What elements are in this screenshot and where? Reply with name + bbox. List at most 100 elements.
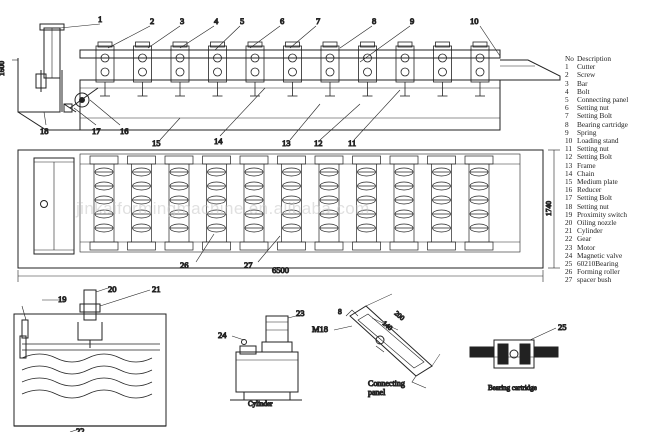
legend-item-description: Setting nut (577, 144, 609, 154)
legend-item-description: 60210Bearing (577, 259, 619, 269)
legend-item-description: Frame (577, 160, 596, 170)
callout-13: 13 (282, 138, 291, 148)
callout-10: 10 (470, 16, 479, 26)
legend-item-number: 10 (565, 136, 573, 146)
dim-1740: 1740 (544, 201, 553, 216)
callout-27: 27 (244, 260, 253, 270)
callout-7: 7 (316, 16, 320, 26)
callout-6: 6 (280, 16, 284, 26)
legend-item-description: Bearing cartridge (577, 119, 628, 129)
bearing-cartridge-detail: 25 Bearing cartridge (469, 322, 567, 393)
plan-roller-station (127, 155, 156, 251)
plan-roller-station (202, 155, 231, 251)
callout-m18: M18 (312, 324, 328, 334)
side-roller-station (170, 41, 190, 97)
plan-roller-station (314, 155, 344, 251)
callout-11: 11 (348, 138, 356, 148)
side-roller-station (133, 41, 152, 97)
legend-item: 8 Bearing cartridge (565, 119, 650, 129)
legend-item-description: Screw (577, 70, 596, 80)
legend-item-description: Cylinder (577, 226, 603, 236)
legend-item-number: 6 (565, 103, 569, 113)
legend-item-description: Loading stand (577, 136, 619, 146)
legend-item-number: 27 (565, 275, 573, 285)
legend-item: 7 Setting Bolt (565, 112, 650, 120)
legend-item-description: Magnetic valve (577, 250, 623, 260)
callout-3: 3 (180, 16, 184, 26)
dim-6500: 6500 (272, 265, 289, 275)
legend-item: 25 60210Bearing (565, 259, 650, 269)
callout-22: 22 (76, 426, 85, 432)
legend-item: 15 Medium plate (565, 177, 650, 187)
legend-item-number: 11 (565, 144, 573, 154)
legend-item-number: 26 (565, 267, 573, 277)
legend-item-description: Connecting panel (577, 95, 629, 105)
legend-item-description: Gear (577, 234, 592, 244)
side-roller-station (320, 41, 340, 97)
caption-cylinder: Cylinder (248, 400, 273, 408)
legend-item-description: Bar (577, 78, 588, 88)
legend-item-description: Setting Bolt (577, 193, 613, 203)
plan-view: 26 27 6500 1740 jinkaiformingmachine.en.… (17, 149, 560, 282)
front-view: 19 20 21 22 (13, 284, 167, 432)
legend-item-description: Cutter (577, 62, 596, 72)
callout-5: 5 (240, 16, 244, 26)
side-roller-station (470, 41, 490, 97)
callout-25: 25 (558, 322, 567, 332)
legend-header-desc: Description (577, 54, 612, 63)
legend-item-number: 5 (565, 95, 569, 105)
legend-item-number: 25 (565, 259, 573, 269)
legend-item-number: 9 (565, 127, 569, 137)
callout-14: 14 (214, 136, 223, 146)
callout-8: 8 (372, 16, 376, 26)
legend-item-description: Setting Bolt (577, 111, 613, 121)
plan-roller-station (164, 155, 194, 251)
plan-roller-station (89, 155, 119, 251)
callout-21: 21 (152, 284, 161, 294)
legend-item-number: 14 (565, 168, 573, 178)
legend-item: 22 Gear (565, 235, 650, 243)
plan-roller-station (352, 155, 381, 251)
legend-item-description: Setting Bolt (577, 152, 613, 162)
legend-item-number: 7 (565, 111, 569, 121)
legend-item-number: 15 (565, 177, 573, 187)
legend-item-description: Chain (577, 168, 595, 178)
side-roller-station (395, 41, 415, 97)
legend-item-number: 22 (565, 234, 573, 244)
legend-item-number: 19 (565, 209, 573, 219)
legend-item-number: 4 (565, 86, 569, 96)
legend-header: No Description (565, 54, 650, 63)
legend-item-description: Medium plate (577, 177, 618, 187)
legend-header-no: No (565, 54, 574, 63)
dim-1600: 1600 (0, 61, 6, 76)
cylinder-detail: 24 23 Cylinder (218, 308, 306, 409)
plan-roller-station (239, 155, 269, 251)
callout-24: 24 (218, 330, 227, 340)
dim-200: 200 (393, 309, 407, 322)
legend-item-description: Oiling nozzle (577, 218, 617, 228)
plan-roller-station (427, 155, 456, 251)
callout-17: 17 (92, 126, 101, 136)
legend-item: 14 Chain (565, 168, 650, 178)
legend-item-description: Setting nut (577, 201, 609, 211)
legend-item-number: 8 (565, 119, 569, 129)
legend-item-number: 1 (565, 62, 569, 72)
callout-19: 19 (58, 294, 67, 304)
legend-item: 1 Cutter (565, 62, 650, 72)
callout-4: 4 (214, 16, 219, 26)
legend-item-description: Reducer (577, 185, 602, 195)
plan-roller-station (389, 155, 419, 251)
legend-item-description: Setting nut (577, 103, 609, 113)
